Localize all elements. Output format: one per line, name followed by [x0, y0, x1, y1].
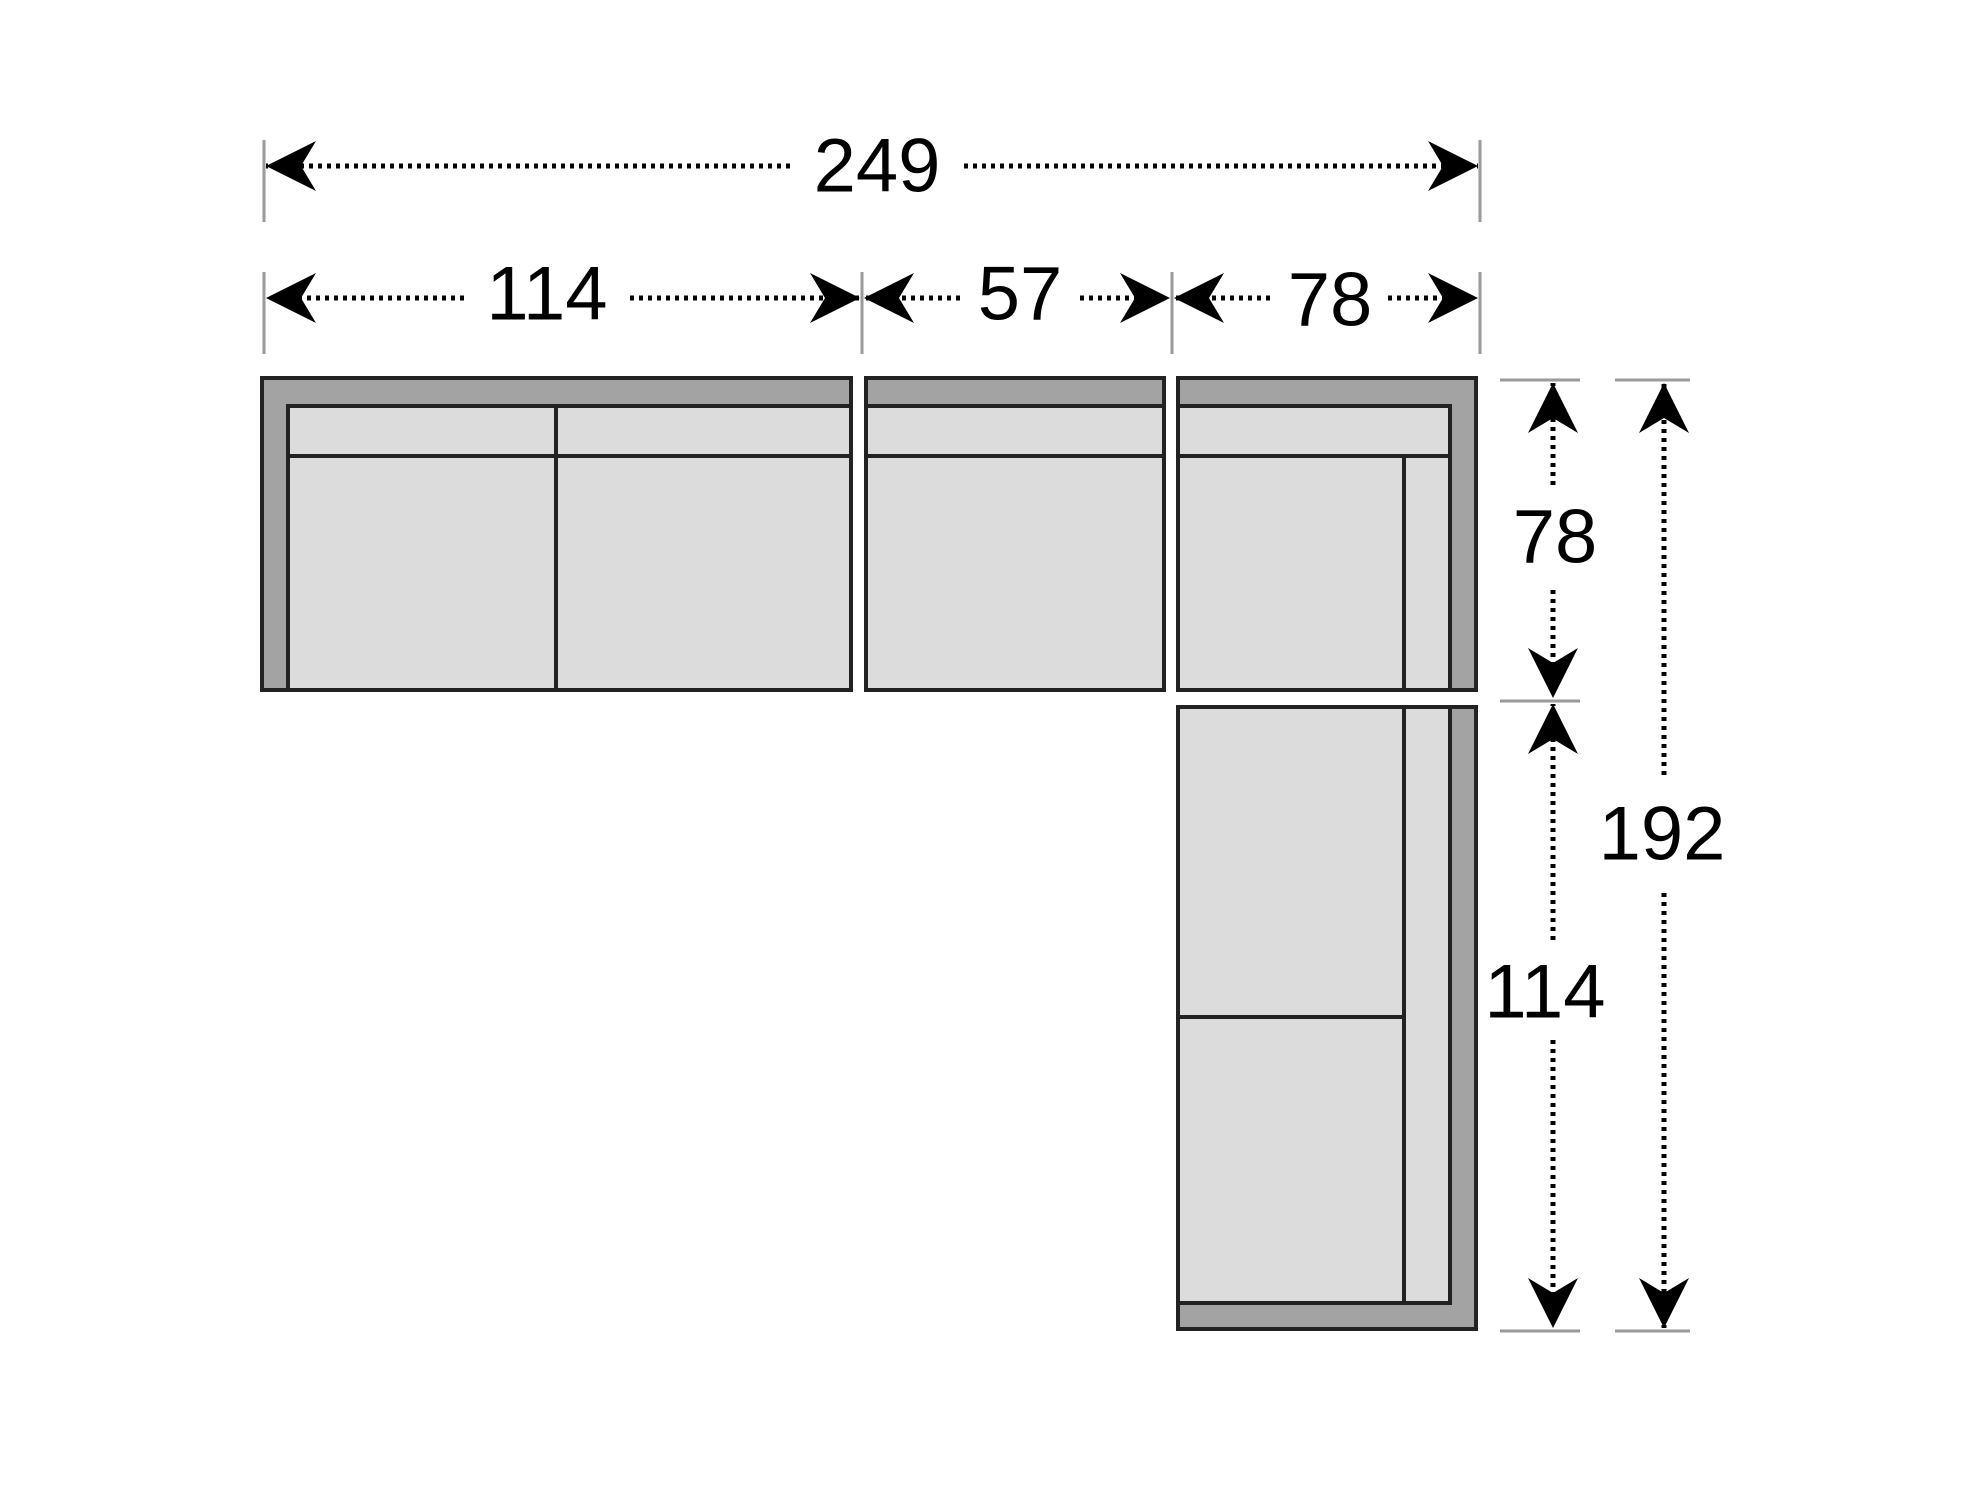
extension-lines [262, 140, 1690, 1333]
sofa-section-corner [1176, 376, 1478, 692]
left-back-cushion-2 [554, 404, 853, 458]
left-seat-cushion-1 [286, 454, 558, 692]
corner-seat-cushion [1176, 454, 1406, 692]
label-left-section-width: 114 [486, 252, 607, 337]
middle-seat-cushion [864, 454, 1166, 692]
label-middle-section-width: 57 [978, 252, 1063, 337]
label-corner-section-width: 78 [1288, 258, 1373, 343]
chaise-back-cushion-side [1402, 705, 1452, 1305]
label-overall-length: 192 [1599, 792, 1726, 877]
corner-back-cushion-top [1176, 404, 1452, 458]
left-seat-cushion-2 [554, 454, 853, 692]
sofa-section-chaise [1176, 705, 1478, 1331]
sofa-plan [260, 376, 1478, 1331]
dimension-labels: 249 114 57 78 78 114 192 [486, 124, 1725, 1035]
chaise-seat-cushion-1 [1176, 705, 1406, 1019]
sofa-section-middle [864, 376, 1166, 692]
dimension-lines [266, 141, 1689, 1328]
chaise-seat-cushion-2 [1176, 1015, 1406, 1305]
corner-back-cushion-side [1402, 454, 1452, 692]
label-overall-width: 249 [814, 124, 941, 209]
label-corner-depth: 78 [1513, 495, 1598, 580]
left-back-cushion-1 [286, 404, 558, 458]
label-chaise-length: 114 [1484, 950, 1605, 1035]
sofa-section-left [260, 376, 853, 692]
middle-back-cushion [864, 404, 1166, 458]
